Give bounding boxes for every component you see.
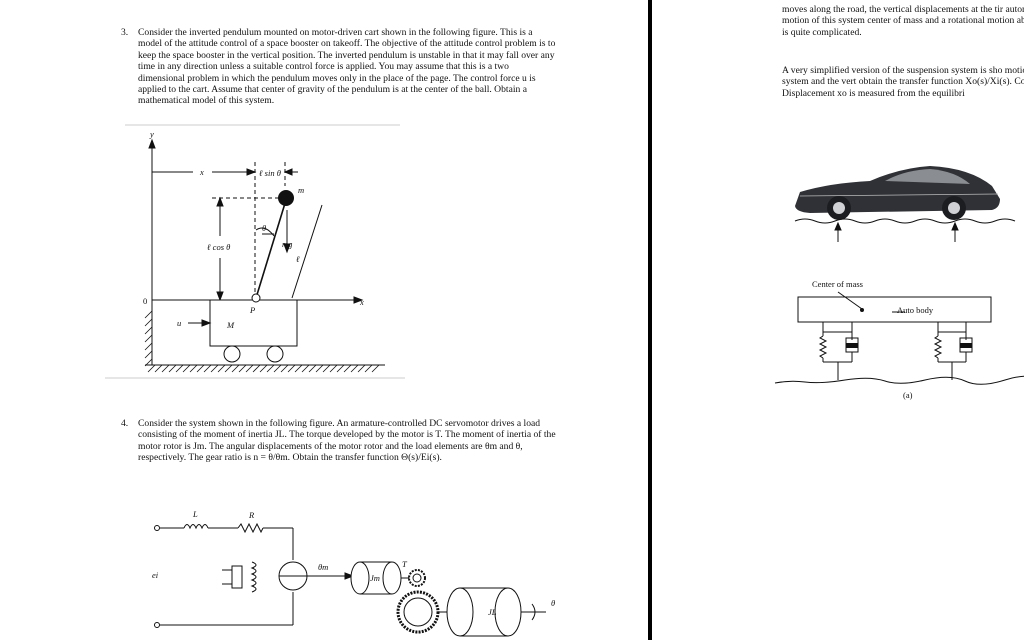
mg-label: mg bbox=[282, 239, 292, 249]
theta-m-label: θm bbox=[318, 562, 328, 572]
p-label: P bbox=[249, 305, 255, 315]
auto-body-label: Auto body bbox=[897, 305, 934, 315]
problem-4-number: 4. bbox=[121, 418, 129, 429]
l-label: ℓ bbox=[296, 254, 300, 264]
resistance-label: R bbox=[248, 510, 255, 520]
m-label: m bbox=[298, 185, 304, 195]
u-label: u bbox=[177, 318, 181, 328]
problem-3-text: Consider the inverted pendulum mounted o… bbox=[138, 27, 556, 107]
center-of-mass-label: Center of mass bbox=[812, 279, 863, 289]
l-cos-theta-label: ℓ cos θ bbox=[207, 242, 230, 252]
pendulum-ball bbox=[278, 190, 294, 206]
problem-3-number: 3. bbox=[121, 27, 129, 38]
servomotor-figure: L R ei θm Jm T JL θ bbox=[152, 509, 555, 637]
inverted-pendulum-figure: y x ℓ sin θ m θ ℓ cos θ mg ℓ 0 x P u M bbox=[105, 124, 405, 379]
right-top-text: moves along the road, the vertical displ… bbox=[782, 4, 1024, 38]
jl-label: JL bbox=[488, 607, 497, 617]
car-image bbox=[795, 166, 1000, 220]
problem-4-text: Consider the system shown in the followi… bbox=[138, 418, 556, 464]
figure-caption: (a) bbox=[903, 390, 913, 400]
cart-mass-label: M bbox=[226, 320, 235, 330]
x-axis-label: x bbox=[359, 297, 364, 307]
l-sin-theta-label: ℓ sin θ bbox=[259, 168, 281, 178]
y-axis-label: y bbox=[149, 129, 154, 139]
right-paragraph-2: A very simplified version of the suspens… bbox=[782, 65, 1024, 99]
torque-label: T bbox=[402, 559, 408, 569]
x-top-label: x bbox=[199, 167, 204, 177]
inductance-label: L bbox=[192, 509, 198, 519]
left-page: 3. Consider the inverted pendulum mounte… bbox=[0, 0, 648, 640]
ei-label: ei bbox=[152, 570, 159, 580]
theta-load-label: θ bbox=[551, 598, 555, 608]
jm-label: Jm bbox=[370, 573, 380, 583]
suspension-figure: Center of mass Auto body (a) bbox=[774, 166, 1024, 400]
zero-label: 0 bbox=[143, 296, 147, 306]
theta-label: θ bbox=[262, 223, 266, 233]
right-page: moves along the road, the vertical displ… bbox=[652, 0, 1024, 640]
